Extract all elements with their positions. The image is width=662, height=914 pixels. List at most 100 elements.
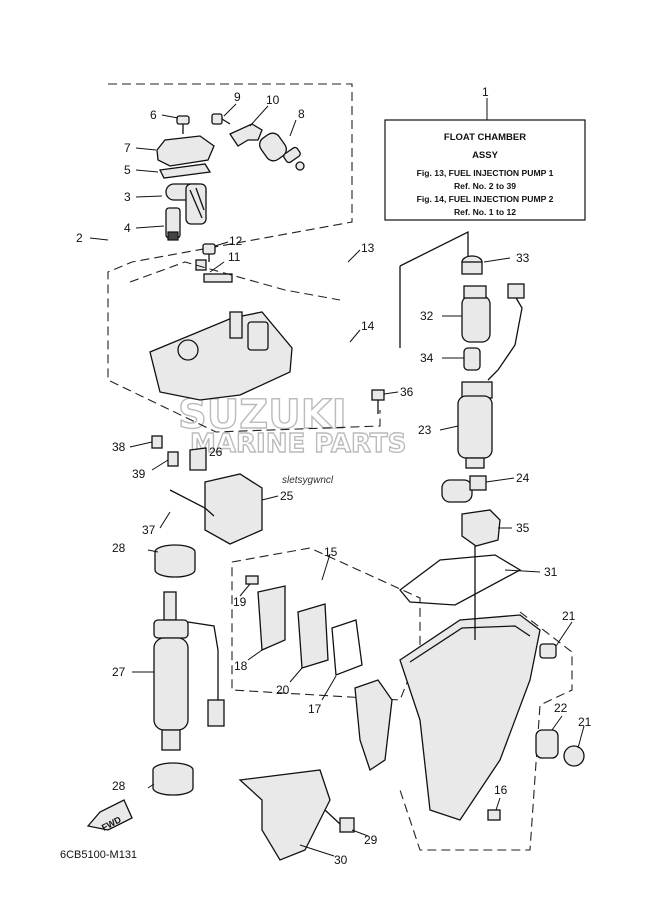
leader-lines <box>89 103 585 857</box>
label-20: 20 <box>276 683 290 697</box>
part-17-gasket <box>331 619 363 676</box>
part-13-hose-inner <box>224 256 357 310</box>
label-21-top: 21 <box>562 609 576 623</box>
label-37: 37 <box>142 523 156 537</box>
info-box-line-3: Fig. 14, FUEL INJECTION PUMP 2 <box>417 194 554 204</box>
part-14-hose-inner <box>264 336 364 380</box>
label-15: 15 <box>324 545 338 559</box>
part-6-screw <box>176 115 190 134</box>
part-35-holder <box>461 509 501 547</box>
label-4: 4 <box>124 221 131 235</box>
label-7: 7 <box>124 141 131 155</box>
label-5: 5 <box>124 163 131 177</box>
part-37-wire <box>169 489 215 517</box>
label-22: 22 <box>554 701 568 715</box>
info-box-title: FLOAT CHAMBER <box>444 132 526 143</box>
label-16: 16 <box>494 783 508 797</box>
part-float-chamber <box>399 614 541 821</box>
part-38-screw <box>151 435 163 449</box>
label-9: 9 <box>234 90 241 104</box>
part-39-screw <box>167 451 179 467</box>
label-18: 18 <box>234 659 248 673</box>
watermark-line-3: sletsygwncl <box>282 475 334 486</box>
part-29-bolt <box>324 809 355 833</box>
part-7-cover <box>156 135 215 167</box>
part-9-screw <box>211 113 231 125</box>
label-35: 35 <box>516 521 530 535</box>
label-19: 19 <box>233 595 247 609</box>
label-8: 8 <box>298 107 305 121</box>
label-39: 39 <box>132 467 146 481</box>
part-8-regulator <box>259 132 305 171</box>
label-6: 6 <box>150 108 157 122</box>
label-3: 3 <box>124 190 131 204</box>
label-11: 11 <box>228 250 241 264</box>
label-36: 36 <box>400 385 414 399</box>
part-16-screw <box>487 809 501 821</box>
part-float-chamber-rim <box>409 625 531 663</box>
info-box-subtitle: ASSY <box>472 150 499 161</box>
part-12-screw <box>202 243 216 262</box>
part-2-connector <box>247 321 269 351</box>
label-13: 13 <box>361 241 375 255</box>
pump-connector <box>507 283 525 299</box>
info-box-line-1: Fig. 13, FUEL INJECTION PUMP 1 <box>417 168 554 178</box>
info-box-ref-number: 1 <box>482 85 489 99</box>
part-22-mount <box>535 729 559 759</box>
label-29: 29 <box>364 833 378 847</box>
label-27: 27 <box>112 665 126 679</box>
assembly-line-a <box>129 261 341 301</box>
part-2-body <box>149 311 293 401</box>
diagram-code: 6CB5100-M131 <box>60 849 137 861</box>
label-23: 23 <box>418 423 432 437</box>
part-21-grommet-top <box>539 643 557 659</box>
part-25-cover <box>204 473 263 545</box>
label-10: 10 <box>266 93 280 107</box>
part-33-grommet <box>461 255 483 275</box>
part-2-stem <box>229 311 243 339</box>
part-2-port <box>177 339 199 361</box>
part-13-hose <box>224 257 356 309</box>
label-24: 24 <box>516 471 530 485</box>
part-5-gasket <box>159 163 212 179</box>
label-14: 14 <box>361 319 375 333</box>
label-33: 33 <box>516 251 530 265</box>
info-box: 1 FLOAT CHAMBER ASSY Fig. 13, FUEL INJEC… <box>384 85 586 221</box>
part-11-clip <box>195 259 233 283</box>
label-28-bottom: 28 <box>112 779 126 793</box>
label-21-bottom: 21 <box>578 715 592 729</box>
group-boundary-2 <box>107 83 381 433</box>
label-25: 25 <box>280 489 294 503</box>
part-19-screw <box>245 575 259 585</box>
part-labels: 2 3 4 5 6 7 8 9 10 11 12 13 14 15 16 17 … <box>76 90 592 867</box>
part-36-screw <box>371 389 385 414</box>
info-box-frame <box>384 119 586 221</box>
label-31: 31 <box>544 565 558 579</box>
assembly-line-b <box>399 230 469 267</box>
label-32: 32 <box>420 309 434 323</box>
part-23-pump <box>457 381 493 469</box>
label-12: 12 <box>229 234 243 248</box>
part-4-joint <box>165 207 181 241</box>
part-bracket-left <box>354 679 393 772</box>
fwd-arrow: FWD <box>86 799 133 833</box>
part-27-pump <box>153 591 225 751</box>
label-2: 2 <box>76 231 83 245</box>
group-boundary-right <box>399 611 573 851</box>
watermark-line-2: MARINE PARTS <box>190 429 406 459</box>
part-20-plate <box>297 603 329 669</box>
part-31-gasket <box>399 554 522 606</box>
label-38: 38 <box>112 440 126 454</box>
part-28-ring-top <box>154 544 196 578</box>
label-26: 26 <box>209 445 223 459</box>
label-30: 30 <box>334 853 348 867</box>
part-34-joint <box>463 347 481 371</box>
label-17: 17 <box>308 702 322 716</box>
watermark: SUZUKI MARINE PARTS sletsygwncl <box>177 391 407 486</box>
part-18-plate <box>257 585 286 651</box>
pump-wire <box>487 295 523 381</box>
info-box-line-2: Ref. No. 2 to 39 <box>454 181 516 191</box>
part-28-ring-bottom <box>152 762 194 796</box>
label-28-top: 28 <box>112 541 126 555</box>
